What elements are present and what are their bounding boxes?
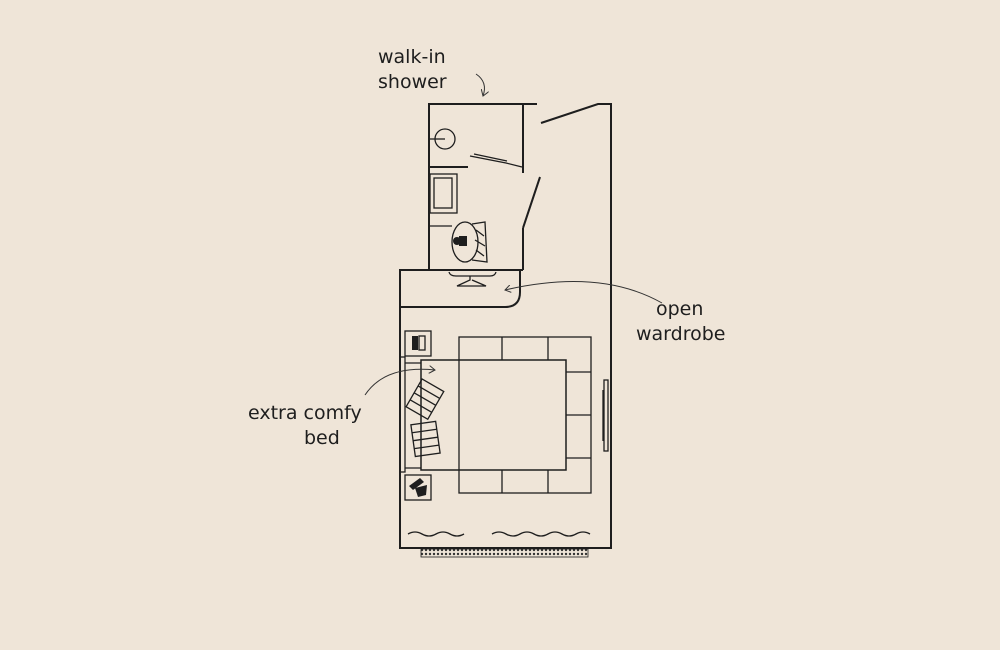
hanger-icon bbox=[456, 276, 487, 287]
label-extra-comfy-bed: extra comfy bed bbox=[248, 401, 362, 451]
label-line: shower bbox=[378, 71, 447, 93]
rug bbox=[458, 336, 592, 494]
nightstand bbox=[404, 474, 432, 501]
sink bbox=[429, 173, 458, 214]
vanity-chair bbox=[451, 221, 488, 263]
open-wardrobe bbox=[400, 270, 521, 308]
outer-walls bbox=[399, 103, 612, 549]
nightstand bbox=[404, 330, 432, 357]
label-line: bed bbox=[304, 427, 340, 449]
label-line: walk-in bbox=[378, 46, 446, 68]
label-line: extra comfy bbox=[248, 402, 362, 424]
entry-door bbox=[602, 379, 609, 452]
shower-arrow bbox=[475, 73, 484, 96]
pillow bbox=[405, 378, 445, 421]
label-open-wardrobe: open wardrobe bbox=[636, 297, 726, 347]
wardrobe-arrow bbox=[505, 281, 663, 304]
doormat bbox=[420, 548, 589, 558]
bed-arrow bbox=[364, 369, 435, 396]
label-line: wardrobe bbox=[636, 323, 726, 345]
pillow bbox=[410, 420, 441, 458]
curtain bbox=[407, 531, 591, 537]
label-walk-in-shower: walk-in shower bbox=[378, 45, 447, 95]
label-line: open bbox=[656, 298, 704, 320]
bed bbox=[399, 356, 567, 473]
bathroom bbox=[428, 103, 541, 270]
